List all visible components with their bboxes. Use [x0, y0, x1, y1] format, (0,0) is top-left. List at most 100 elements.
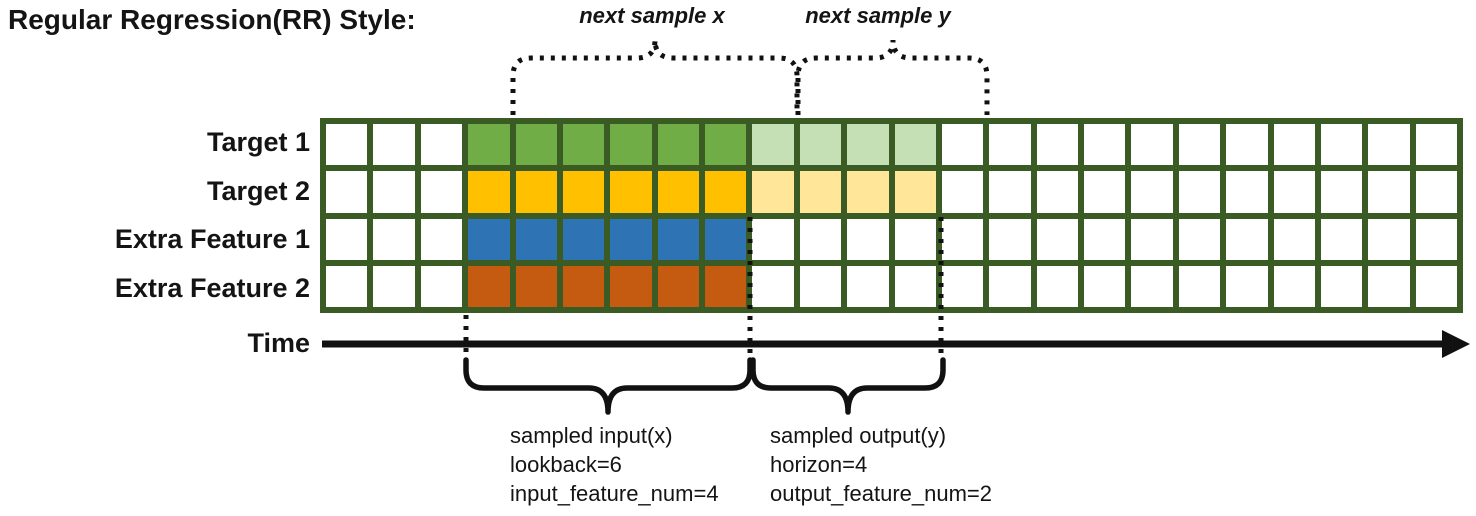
grid-cell [420, 265, 463, 307]
grid-cell [562, 218, 605, 260]
grid-cell [610, 171, 652, 213]
grid-cell [1320, 218, 1363, 260]
grid-cell [373, 265, 415, 307]
grid-cell [847, 124, 889, 166]
sampled-output-line-2: horizon=4 [770, 452, 868, 477]
grid-cell [799, 124, 842, 166]
grid-cell [1178, 124, 1221, 166]
grid-cell [373, 171, 415, 213]
grid-cell [326, 124, 368, 166]
grid-cell [1036, 218, 1078, 260]
grid-cell [468, 265, 510, 307]
grid-cell [989, 265, 1031, 307]
grid-cell [894, 124, 936, 166]
grid-cell [1084, 171, 1126, 213]
sampled-output-line-1: sampled output(y) [770, 423, 947, 448]
grid-cell [941, 124, 984, 166]
grid-cell [989, 218, 1031, 260]
grid-cell [941, 265, 984, 307]
next-sample-x-brace [510, 39, 800, 115]
grid-cell [894, 218, 936, 260]
grid-cell [1131, 171, 1173, 213]
next-sample-y-brace [795, 39, 990, 115]
page-title: Regular Regression(RR) Style: [8, 4, 416, 35]
grid-cell [1320, 124, 1363, 166]
sampled-input-line-2: lookback=6 [510, 452, 622, 477]
grid-cell [373, 218, 415, 260]
grid-cell [989, 124, 1031, 166]
grid-cell [1415, 218, 1457, 260]
grid-cell [657, 265, 699, 307]
grid-cell [1226, 265, 1268, 307]
row-label-target-2: Target 2 [206, 175, 310, 206]
grid-cell [1368, 265, 1410, 307]
annotation-next-sample-y: next sample y [805, 3, 951, 28]
row-label-target-1: Target 1 [206, 126, 310, 157]
grid-cell [1320, 171, 1363, 213]
grid-cell [1273, 265, 1315, 307]
grid-cell [1131, 124, 1173, 166]
grid-cell [657, 171, 699, 213]
grid-cell [1131, 218, 1173, 260]
grid-cell [1415, 124, 1457, 166]
grid-cell [847, 265, 889, 307]
annotation-next-sample-x: next sample x [579, 3, 725, 28]
grid-cell [420, 171, 463, 213]
grid-cell [515, 265, 557, 307]
grid-cell [326, 265, 368, 307]
grid-cell [420, 124, 463, 166]
grid-cell [515, 218, 557, 260]
sampled-input-brace [463, 357, 753, 415]
grid-cell [468, 171, 510, 213]
row-label-extra-feature-2: Extra Feature 2 [114, 273, 310, 304]
grid-cell [1368, 218, 1410, 260]
grid-cell [515, 124, 557, 166]
row-label-extra-feature-1: Extra Feature 1 [114, 224, 310, 255]
time-axis-label: Time [247, 328, 310, 358]
sample-grid [320, 118, 1463, 313]
grid-cell [847, 218, 889, 260]
grid-cell [326, 171, 368, 213]
grid-cell [989, 171, 1031, 213]
grid-cell [799, 218, 842, 260]
grid-cell [515, 171, 557, 213]
grid-cell [1084, 265, 1126, 307]
grid-cell [1415, 171, 1457, 213]
grid-cell [752, 171, 794, 213]
grid-cell [468, 218, 510, 260]
grid-cell [326, 218, 368, 260]
grid-cell [610, 124, 652, 166]
grid-cell [610, 265, 652, 307]
grid-cell [1036, 265, 1078, 307]
grid-cell [373, 124, 415, 166]
grid-cell [1273, 124, 1315, 166]
sampled-output-brace [750, 357, 946, 415]
grid-cell [705, 124, 747, 166]
grid-cell [1178, 265, 1221, 307]
grid-cell [941, 171, 984, 213]
grid-cell [562, 265, 605, 307]
grid-cell [752, 124, 794, 166]
grid-cell [1084, 218, 1126, 260]
grid-cell [1415, 265, 1457, 307]
grid-cell [752, 218, 794, 260]
grid-cell [420, 218, 463, 260]
grid-cell [562, 171, 605, 213]
grid-cell [1368, 124, 1410, 166]
sampled-input-line-1: sampled input(x) [510, 423, 673, 448]
sampled-output-line-3: output_feature_num=2 [770, 481, 993, 506]
grid-cell [1036, 171, 1078, 213]
grid-cell [799, 171, 842, 213]
row-labels: Target 1 Target 2 Extra Feature 1 Extra … [0, 118, 310, 313]
grid-cell [799, 265, 842, 307]
grid-cell [468, 124, 510, 166]
time-axis-arrowhead [1442, 330, 1470, 358]
grid-cell [1320, 265, 1363, 307]
grid-cell [1036, 124, 1078, 166]
grid-cell [847, 171, 889, 213]
sampled-input-caption: sampled input(x) lookback=6 input_featur… [510, 421, 719, 508]
grid-cell [1131, 265, 1173, 307]
grid-cell [894, 171, 936, 213]
grid-cell [705, 265, 747, 307]
